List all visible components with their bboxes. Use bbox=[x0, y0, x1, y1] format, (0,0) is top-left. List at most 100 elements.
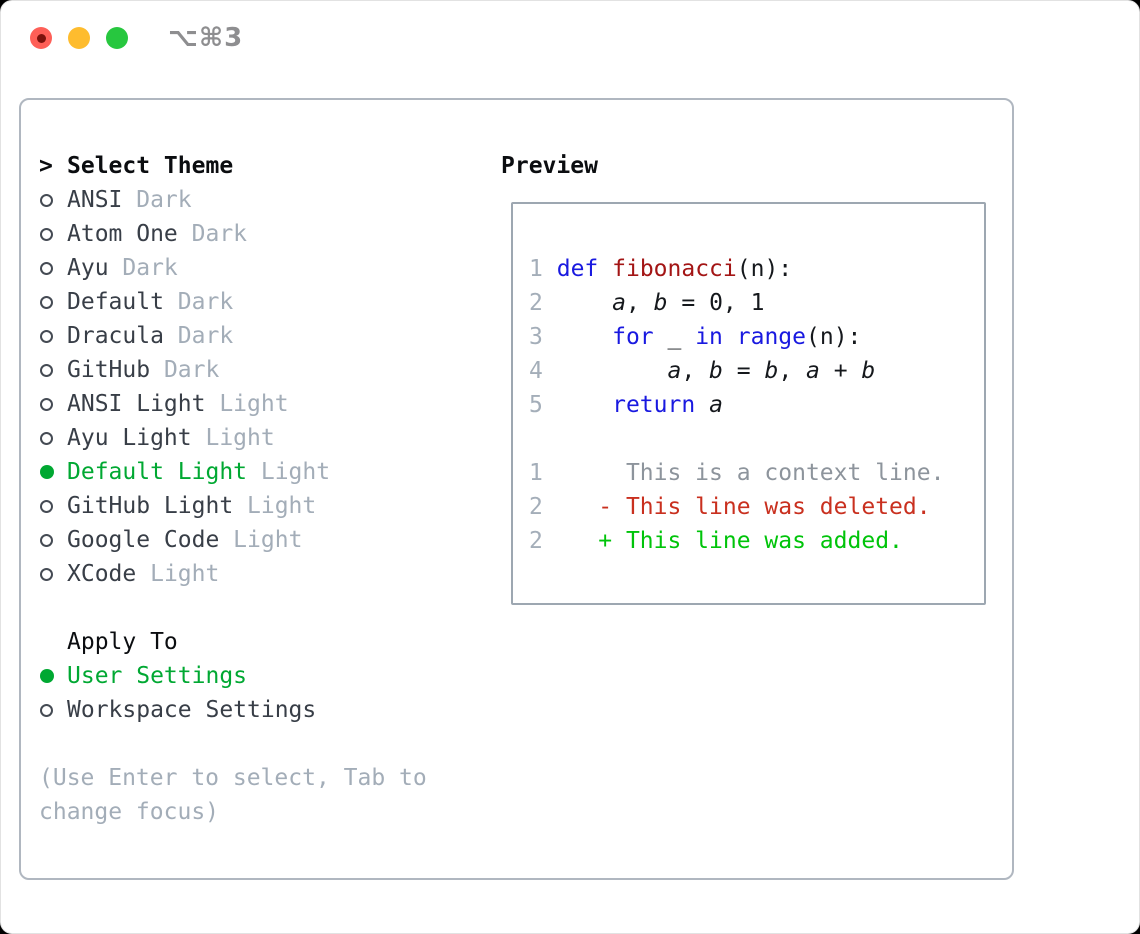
spacer bbox=[39, 727, 483, 761]
theme-variant: Dark bbox=[163, 323, 234, 349]
theme-variant: Light bbox=[219, 527, 303, 553]
radio-icon bbox=[40, 499, 53, 513]
theme-variant: Light bbox=[205, 391, 289, 417]
radio-icon bbox=[40, 227, 53, 241]
code-line: 5 return a bbox=[529, 392, 723, 418]
radio-cell bbox=[39, 533, 67, 547]
theme-variant: Dark bbox=[163, 289, 234, 315]
theme-name: ANSI Light bbox=[67, 391, 206, 417]
radio-cell bbox=[39, 499, 67, 513]
window-title: ⌥⌘3 bbox=[168, 23, 244, 53]
theme-variant: Light bbox=[191, 425, 275, 451]
theme-variant: Dark bbox=[150, 357, 220, 383]
apply-to-heading-row: Apply To bbox=[39, 625, 483, 659]
theme-variant: Dark bbox=[108, 255, 178, 281]
radio-icon bbox=[40, 295, 53, 309]
radio-icon bbox=[40, 193, 53, 207]
line-number: 1 bbox=[529, 460, 543, 486]
radio-icon bbox=[40, 533, 53, 547]
apply-option-user-settings[interactable]: User Settings bbox=[39, 659, 483, 693]
line-number: 2 bbox=[529, 494, 543, 520]
radio-cell bbox=[39, 465, 67, 479]
theme-option-ayu-dark[interactable]: Ayu Dark bbox=[39, 251, 483, 285]
radio-icon bbox=[40, 363, 53, 377]
theme-option-default-light-light[interactable]: Default Light Light bbox=[39, 455, 483, 489]
line-number: 5 bbox=[529, 392, 543, 418]
theme-option-atom-one-dark[interactable]: Atom One Dark bbox=[39, 217, 483, 251]
theme-variant: Light bbox=[247, 459, 331, 485]
theme-option-dracula-dark[interactable]: Dracula Dark bbox=[39, 319, 483, 353]
line-number: 4 bbox=[529, 358, 543, 384]
spacer bbox=[39, 591, 483, 625]
keyboard-hint: (Use Enter to select, Tab to change focu… bbox=[39, 765, 427, 825]
radio-cell bbox=[39, 567, 67, 581]
radio-icon bbox=[40, 431, 53, 445]
code-line: 2 a, b = 0, 1 bbox=[529, 290, 765, 316]
theme-name: GitHub bbox=[67, 357, 151, 383]
theme-name: Ayu bbox=[67, 255, 109, 281]
select-theme-heading-row: > Select Theme bbox=[39, 149, 483, 183]
theme-option-ansi-light-light[interactable]: ANSI Light Light bbox=[39, 387, 483, 421]
theme-option-xcode-light[interactable]: XCode Light bbox=[39, 557, 483, 591]
theme-variant: Light bbox=[233, 493, 317, 519]
radio-icon bbox=[40, 329, 53, 343]
theme-option-ansi-dark[interactable]: ANSI Dark bbox=[39, 183, 483, 217]
minimize-button-icon[interactable] bbox=[68, 27, 90, 49]
code-line: 4 a, b = b, a + b bbox=[529, 358, 876, 384]
radio-icon bbox=[40, 261, 53, 275]
radio-cell bbox=[39, 397, 67, 411]
zoom-button-icon[interactable] bbox=[106, 27, 128, 49]
line-number: 2 bbox=[529, 290, 543, 316]
radio-cell bbox=[39, 363, 67, 377]
theme-name: Atom One bbox=[67, 221, 178, 247]
theme-option-ayu-light-light[interactable]: Ayu Light Light bbox=[39, 421, 483, 455]
radio-cell bbox=[39, 703, 67, 717]
radio-cell bbox=[39, 295, 67, 309]
blank-line bbox=[529, 422, 944, 456]
diff-line-added: 2 + This line was added. bbox=[529, 528, 903, 554]
preview-heading: Preview bbox=[501, 153, 598, 179]
radio-selected-icon bbox=[40, 465, 54, 479]
select-theme-heading: Select Theme bbox=[67, 153, 234, 179]
close-button-icon[interactable] bbox=[30, 27, 52, 49]
cursor-icon: > bbox=[39, 153, 53, 179]
theme-name: Default bbox=[67, 289, 164, 315]
radio-icon bbox=[40, 397, 53, 411]
titlebar: ⌥⌘3 bbox=[1, 1, 1139, 76]
radio-cell bbox=[39, 329, 67, 343]
radio-icon bbox=[40, 567, 53, 581]
theme-option-google-code-light[interactable]: Google Code Light bbox=[39, 523, 483, 557]
theme-option-github-dark[interactable]: GitHub Dark bbox=[39, 353, 483, 387]
theme-variant: Light bbox=[136, 561, 220, 587]
theme-name: Google Code bbox=[67, 527, 220, 553]
radio-cell bbox=[39, 193, 67, 207]
radio-cell bbox=[39, 261, 67, 275]
theme-option-github-light-light[interactable]: GitHub Light Light bbox=[39, 489, 483, 523]
radio-selected-icon bbox=[40, 669, 54, 683]
theme-option-default-dark[interactable]: Default Dark bbox=[39, 285, 483, 319]
theme-variant: Dark bbox=[177, 221, 248, 247]
apply-option-label: User Settings bbox=[67, 663, 248, 689]
radio-icon bbox=[40, 703, 53, 717]
theme-variant: Dark bbox=[122, 187, 192, 213]
theme-name: GitHub Light bbox=[67, 493, 234, 519]
radio-cell bbox=[39, 669, 67, 683]
line-number: 2 bbox=[529, 528, 543, 554]
line-number: 1 bbox=[529, 256, 543, 282]
diff-line-context: 1 This is a context line. bbox=[529, 460, 945, 486]
apply-to-heading: Apply To bbox=[67, 629, 178, 655]
diff-line-deleted: 2 - This line was deleted. bbox=[529, 494, 931, 520]
radio-cell bbox=[39, 227, 67, 241]
line-number: 3 bbox=[529, 324, 543, 350]
theme-name: Ayu Light bbox=[67, 425, 192, 451]
apply-option-workspace-settings[interactable]: Workspace Settings bbox=[39, 693, 483, 727]
edited-dot-icon bbox=[36, 33, 46, 43]
theme-name: ANSI bbox=[67, 187, 123, 213]
